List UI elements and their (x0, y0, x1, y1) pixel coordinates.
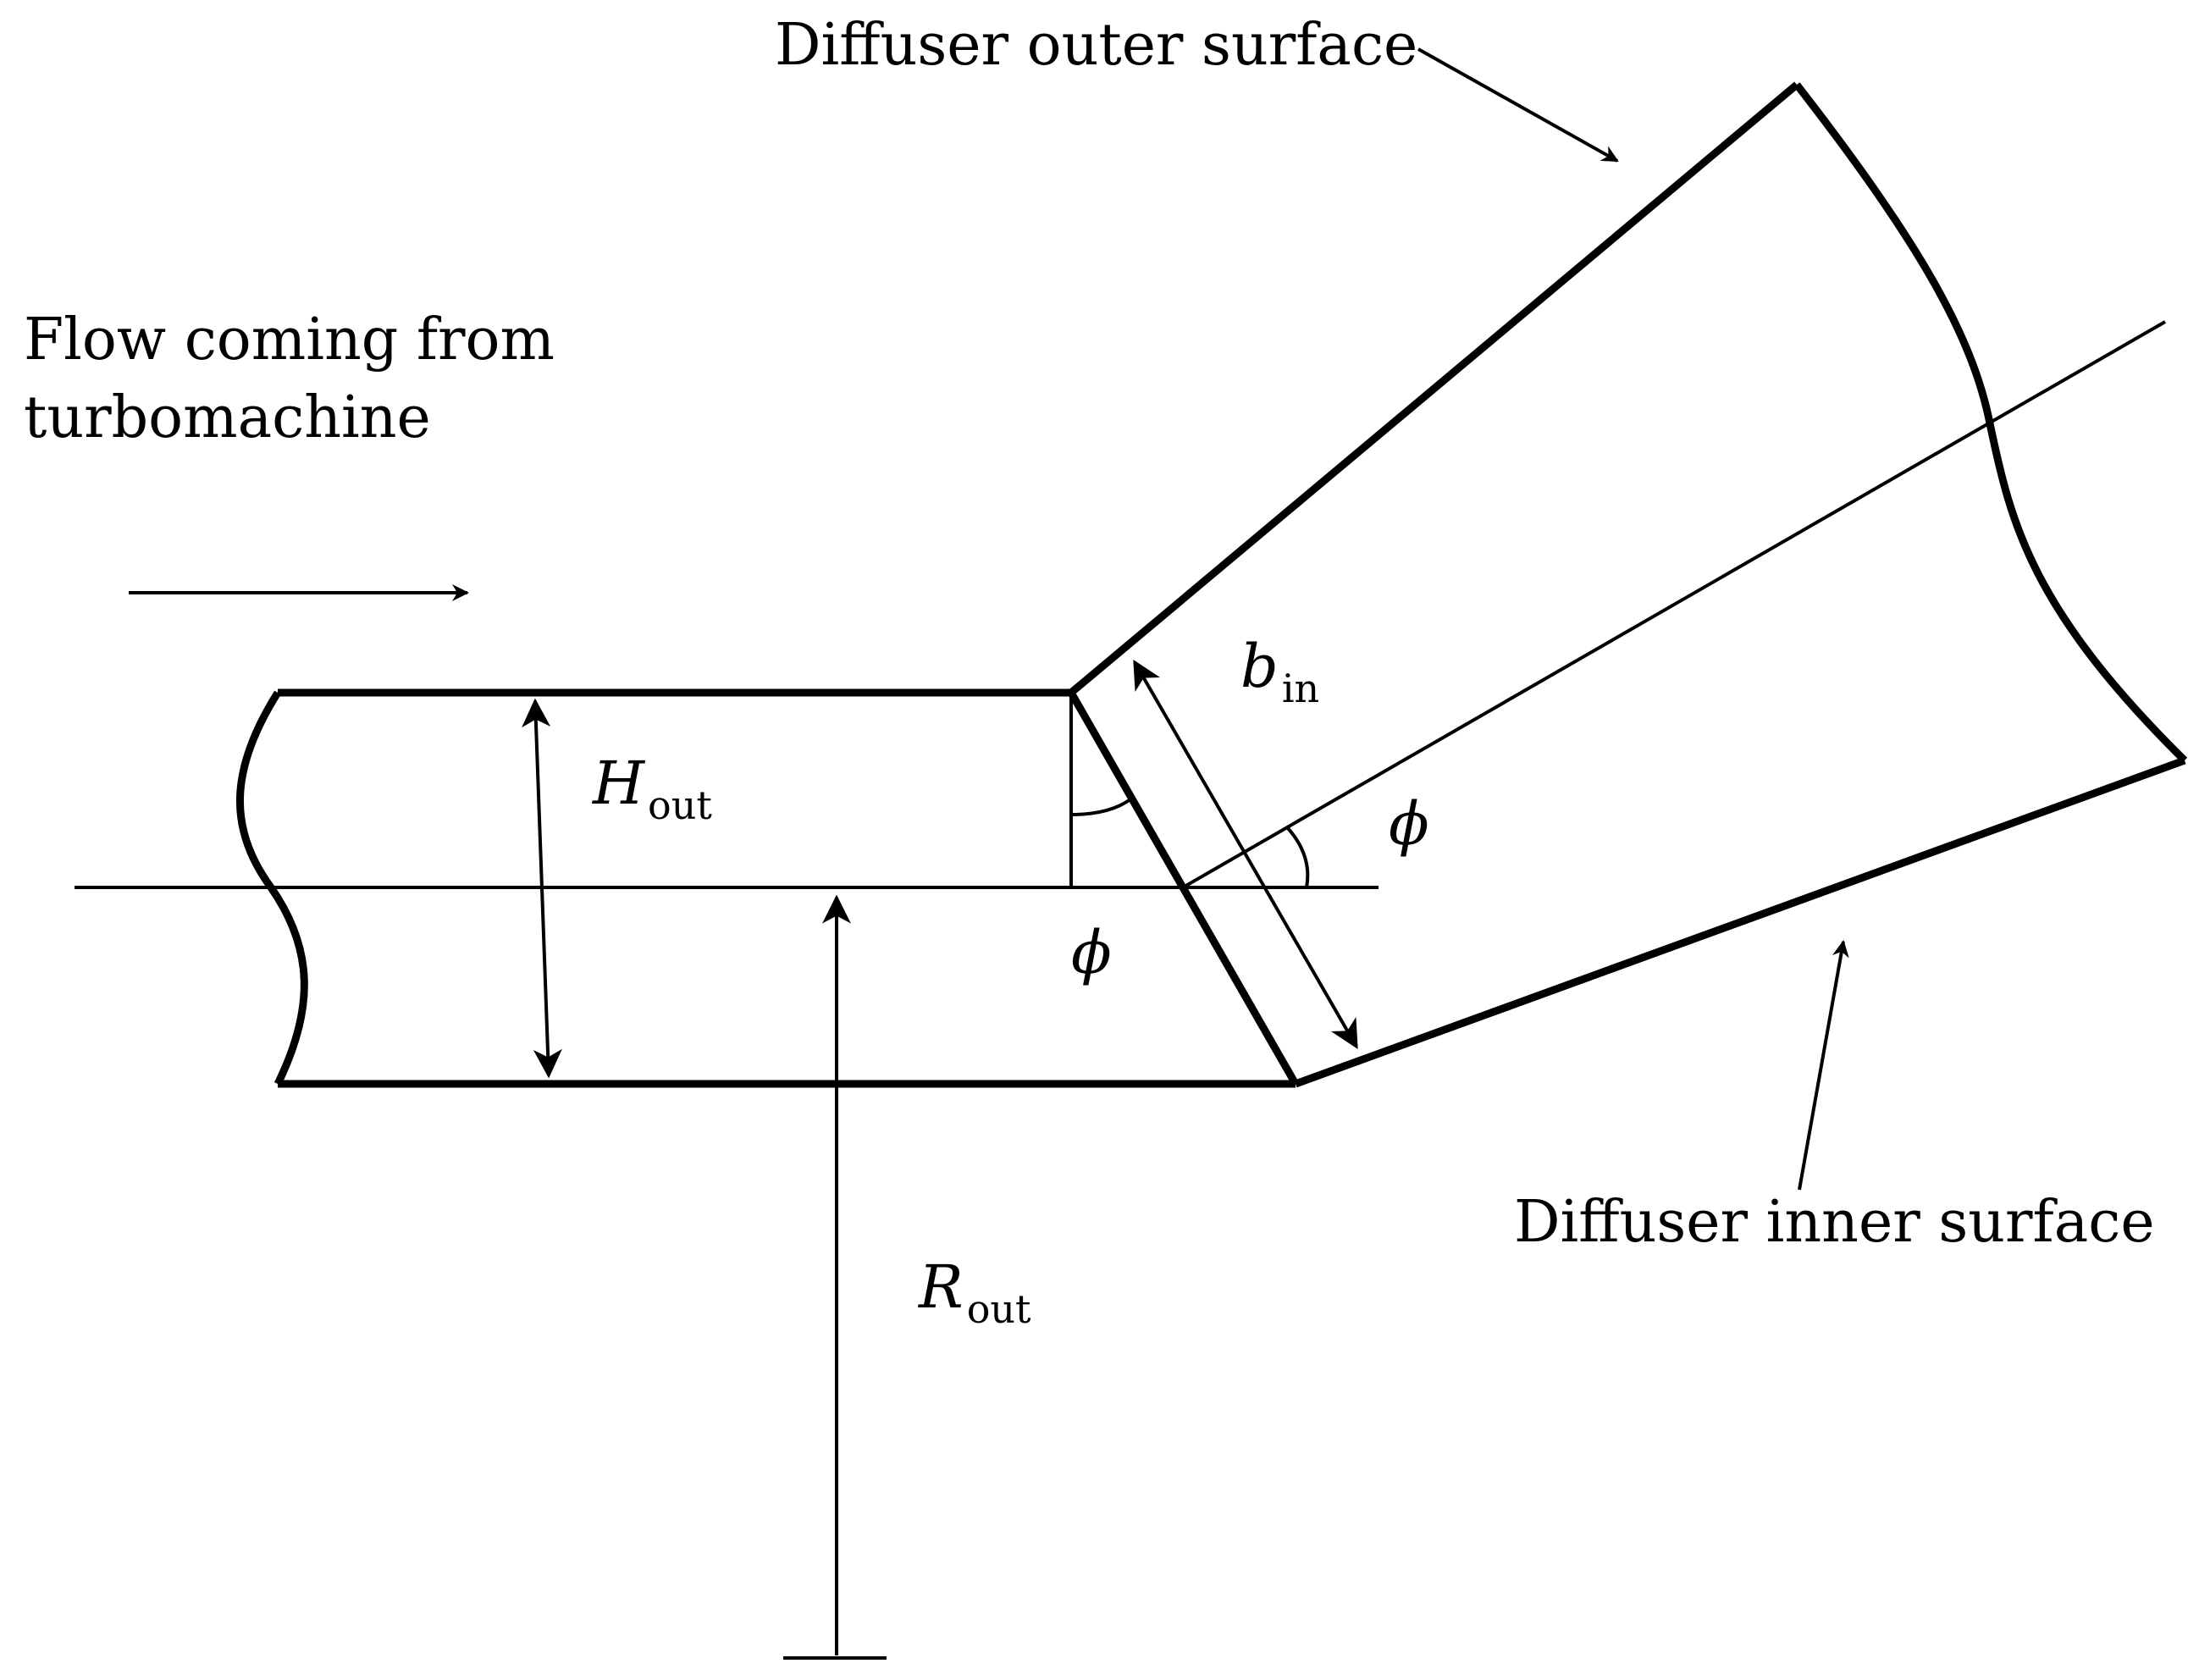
b-in-dimension-arrow (1133, 660, 1358, 1049)
inner-surface-pointer-arrow (1798, 940, 1849, 1191)
upper-phi-angle-arc (1285, 826, 1310, 888)
phi-lower-symbol: ϕ (1071, 918, 1112, 987)
flow-label-line1: Flow coming from (24, 307, 555, 373)
b-in-symbol: bin (1240, 637, 1319, 708)
h-out-symbol: Hout (593, 754, 712, 825)
diffuser-inner-wall (1294, 756, 2186, 1088)
r-out-symbol: Rout (919, 1257, 1031, 1329)
h-out-subscript: out (648, 782, 712, 828)
flow-label-line2: turbomachine (24, 384, 431, 451)
b-in-subscript: in (1281, 666, 1320, 711)
phi-upper-symbol: ϕ (1389, 789, 1429, 859)
b-in-base: b (1240, 632, 1279, 701)
outer-surface-pointer-arrow (1417, 47, 1619, 163)
diffuser-outer-wall (1069, 81, 1799, 696)
outer-surface-label: Diffuser outer surface (775, 12, 1418, 79)
r-out-base: R (919, 1252, 964, 1322)
h-out-dimension-arrow (522, 698, 562, 1079)
diffuser-axis-line (1182, 320, 2166, 889)
lower-phi-angle-arc (1070, 798, 1132, 816)
inner-surface-label: Diffuser inner surface (1514, 1189, 2155, 1256)
r-out-subscript: out (966, 1286, 1031, 1332)
h-out-base: H (593, 749, 645, 818)
